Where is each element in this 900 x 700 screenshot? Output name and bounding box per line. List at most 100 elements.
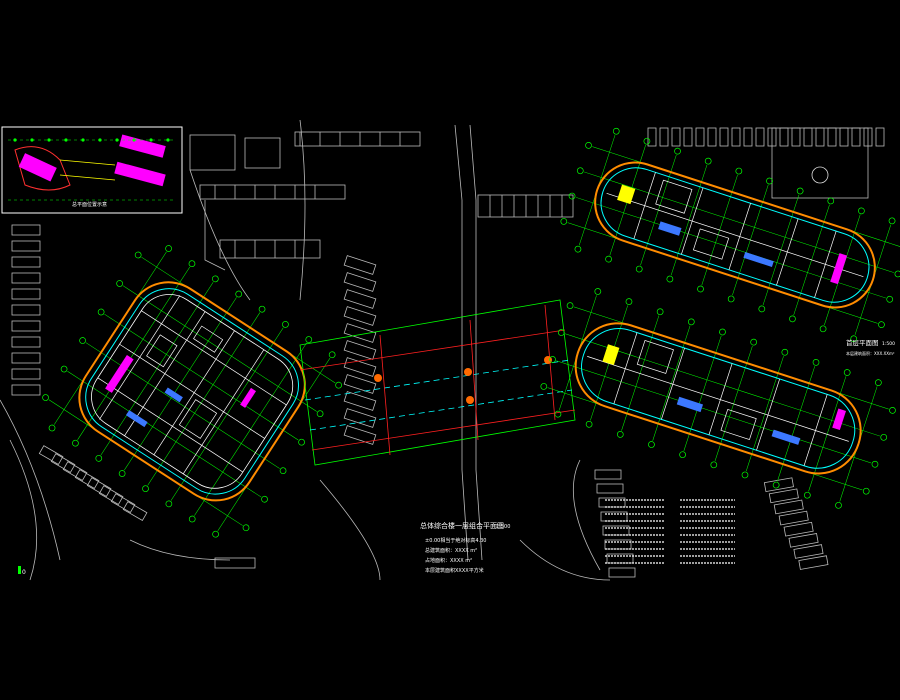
parking-stall bbox=[798, 555, 829, 570]
parking-stall bbox=[815, 127, 825, 147]
left-axis-bubble bbox=[212, 530, 219, 538]
right-title: 首层平面图 bbox=[846, 338, 879, 347]
rb-axis-bubble bbox=[803, 491, 811, 499]
main-note-3: 占地面积：XXXX m² bbox=[425, 557, 472, 564]
left-axis-h bbox=[122, 285, 317, 412]
inset-axis-dot bbox=[13, 138, 17, 142]
parking-stall bbox=[11, 224, 41, 236]
main-note-2: 总建筑面积：XXXX m² bbox=[425, 547, 477, 554]
parking-stall bbox=[11, 336, 41, 348]
parking-stall bbox=[731, 127, 741, 147]
rt-axis-bubble bbox=[704, 157, 712, 165]
main-title-block: 总体综合楼一层组合平面图 1:500 ±0.00相当于绝对标高4.30 总建筑面… bbox=[420, 521, 510, 574]
right-bottom-building bbox=[540, 288, 896, 509]
rb-axis-bubble bbox=[835, 501, 842, 509]
inset-axis-dot bbox=[98, 138, 102, 142]
parking-stall bbox=[793, 544, 824, 559]
rb-axis-bubble bbox=[889, 407, 896, 414]
rt-axis-bubble bbox=[796, 187, 804, 195]
left-axis-bubble bbox=[258, 305, 266, 313]
rb-axis-bubble bbox=[750, 338, 758, 346]
rb-axis-v bbox=[714, 345, 753, 462]
rb-axis-bubble bbox=[625, 298, 633, 305]
parking-stall bbox=[86, 477, 112, 498]
left-axis-bubble bbox=[316, 410, 324, 418]
rb-axis-bubble bbox=[648, 441, 655, 448]
left-axis-bubble bbox=[134, 251, 142, 259]
left-axis-bubble bbox=[235, 290, 243, 298]
parking-stall bbox=[11, 368, 41, 380]
parking-stall bbox=[827, 127, 837, 147]
parking-stall bbox=[11, 352, 41, 364]
left-axis-bubble bbox=[211, 275, 219, 283]
parking-stall bbox=[683, 127, 693, 147]
left-axis-bubble bbox=[97, 308, 105, 316]
parking-stall bbox=[343, 340, 377, 360]
rb-axis-bubble bbox=[679, 451, 686, 459]
rt-axis-bubble bbox=[674, 147, 681, 155]
parking-stall bbox=[743, 127, 753, 147]
rb-axis-bubble bbox=[616, 431, 624, 438]
inset-axis-dot bbox=[132, 138, 136, 142]
parking-stall bbox=[343, 306, 377, 326]
rt-axis-bubble bbox=[789, 315, 796, 323]
parking-stall bbox=[343, 425, 377, 445]
left-axis-h bbox=[85, 342, 280, 469]
parking-stall bbox=[343, 272, 377, 292]
parking-stall bbox=[719, 127, 729, 147]
left-axis-bubble bbox=[298, 438, 305, 446]
rb-axis-bubble bbox=[862, 487, 870, 495]
rt-axis-bubble bbox=[850, 335, 858, 343]
left-axis-bubble bbox=[305, 336, 313, 343]
rb-axis-v bbox=[652, 325, 691, 441]
parking-stall bbox=[783, 521, 814, 537]
rb-axis-bubble bbox=[687, 318, 695, 326]
left-axis-bubble bbox=[279, 467, 287, 475]
parking-stall bbox=[875, 127, 885, 147]
left-axis-bubble bbox=[60, 365, 68, 373]
parking-stall bbox=[98, 485, 124, 506]
left-axis-bubble bbox=[79, 337, 86, 344]
left-axis-bubble bbox=[335, 381, 342, 389]
key-map-caption: 总平面位置示意 bbox=[72, 201, 107, 208]
left-axis-bubble bbox=[142, 485, 149, 493]
inset-axis-dot bbox=[81, 138, 85, 142]
rt-axis-bubble bbox=[886, 295, 894, 303]
parking-stall bbox=[74, 469, 100, 490]
left-axis-bubble bbox=[261, 495, 268, 503]
rb-axis-bubble bbox=[540, 383, 548, 390]
rb-axis-v bbox=[777, 366, 816, 482]
parking-stall bbox=[343, 408, 377, 428]
left-axis-bubble bbox=[95, 454, 103, 462]
inset-axis-dot bbox=[64, 138, 68, 142]
rb-axis-bubble bbox=[871, 460, 879, 468]
main-title: 总体综合楼一层组合平面图 bbox=[420, 521, 504, 530]
parking-stall bbox=[11, 288, 41, 300]
parking-stall bbox=[50, 453, 76, 474]
parking-stall bbox=[791, 127, 801, 147]
right-top-building bbox=[560, 127, 900, 343]
rb-axis-bubble bbox=[880, 433, 888, 441]
rt-axis-bubble bbox=[643, 137, 651, 145]
rt-axis-bubble bbox=[758, 305, 766, 313]
rt-axis-h bbox=[584, 171, 895, 273]
rb-axis-bubble bbox=[554, 410, 562, 418]
parking-stall bbox=[343, 323, 377, 343]
general-notes-block bbox=[605, 499, 735, 564]
parking-stall bbox=[768, 488, 799, 504]
main-note-1: ±0.00相当于绝对标高4.30 bbox=[425, 537, 486, 544]
rt-axis-bubble bbox=[697, 285, 704, 293]
parking-stall bbox=[343, 357, 377, 377]
rt-axis-bubble bbox=[827, 197, 835, 205]
key-map-inset: 总平面位置示意 bbox=[1, 126, 183, 214]
rb-axis-bubble bbox=[781, 348, 789, 356]
rt-axis-bubble bbox=[735, 167, 743, 175]
parking-stall bbox=[779, 127, 789, 147]
rt-axis-bubble bbox=[635, 265, 643, 273]
rb-axis-bubble bbox=[719, 328, 726, 336]
parking-stall bbox=[851, 127, 861, 147]
rb-axis-bubble bbox=[549, 356, 556, 363]
left-axis-bubble bbox=[188, 515, 196, 523]
right-title-block: 首层平面图 1:500 本层建筑面积：XXX.XXm² bbox=[846, 338, 895, 356]
